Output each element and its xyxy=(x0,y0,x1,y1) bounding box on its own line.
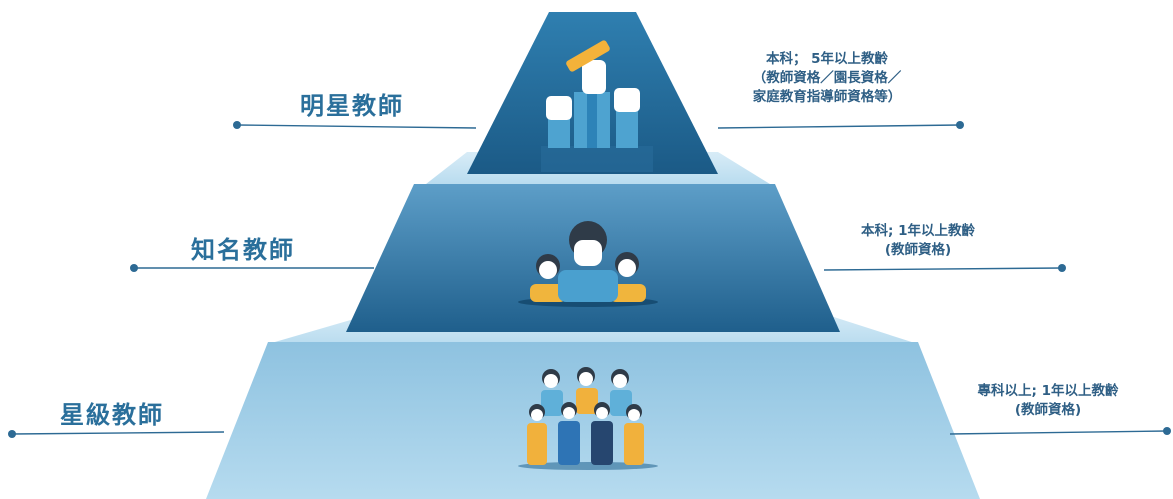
leader-dot-known-right xyxy=(1058,264,1066,272)
requirement-line: (教師資格) xyxy=(884,242,952,258)
requirement-line: 本科; 1年以上教齡 xyxy=(861,223,975,239)
hands-raised-pencil-icon xyxy=(541,40,653,172)
leader-dot-rated-left xyxy=(8,430,16,438)
teacher-group-icon xyxy=(518,221,658,307)
leader-line-known-right xyxy=(823,267,1063,271)
teacher-team-icon xyxy=(518,367,658,470)
leader-lines xyxy=(8,121,1171,438)
tier-title-rated-teacher: 星級教師 xyxy=(60,401,164,429)
leader-dot-rated-right xyxy=(1163,427,1171,435)
leader-line-star-left xyxy=(236,124,477,129)
requirement-line: （教師資格／園長資格／ xyxy=(752,70,902,86)
pyramid-tier-bottom xyxy=(206,342,980,499)
requirement-line: 專科以上; 1年以上教齡 xyxy=(977,383,1119,399)
tier-title-known-teacher: 知名教師 xyxy=(191,236,295,264)
leader-line-rated-right xyxy=(949,430,1168,435)
tier-requirements-known-teacher: 本科; 1年以上教齡 (教師資格) xyxy=(830,222,1006,260)
tier-requirements-star-teacher: 本科； 5年以上教齡 （教師資格／園長資格／ 家庭教育指導師資格等） xyxy=(704,50,950,107)
leader-dot-known-left xyxy=(130,264,138,272)
leader-line-rated-left xyxy=(11,431,225,435)
requirement-line: (教師資格) xyxy=(1014,402,1082,418)
leader-dot-star-left xyxy=(233,121,241,129)
leader-dot-star-right xyxy=(956,121,964,129)
leader-line-star-right xyxy=(717,124,961,129)
requirement-line: 家庭教育指導師資格等） xyxy=(752,89,902,105)
tier-title-star-teacher: 明星教師 xyxy=(300,92,404,120)
tier-requirements-rated-teacher: 專科以上; 1年以上教齡 (教師資格) xyxy=(950,382,1146,420)
requirement-line: 本科； 5年以上教齡 xyxy=(765,51,889,67)
